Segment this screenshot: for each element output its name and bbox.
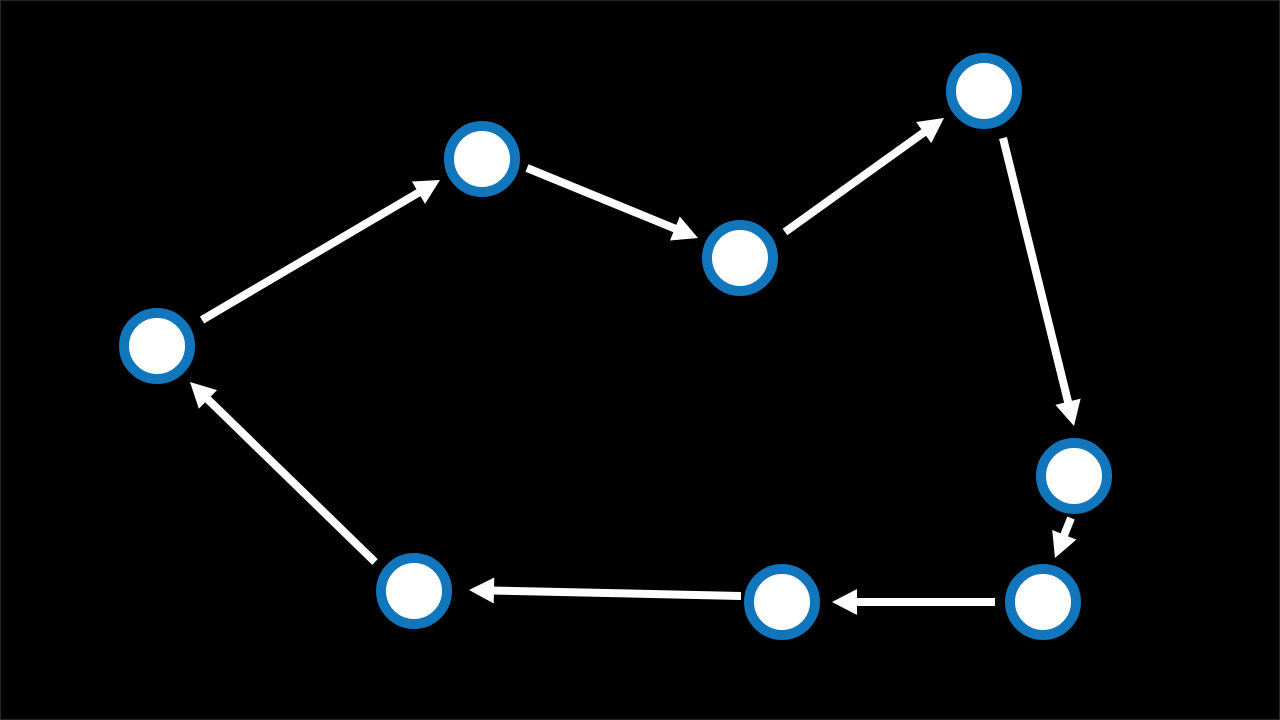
node-top-right: [946, 53, 1022, 129]
arrowhead-icon: [411, 180, 440, 204]
arrowhead-icon: [1052, 529, 1077, 558]
arrowhead-icon: [190, 382, 217, 409]
arrowhead-icon: [469, 577, 495, 604]
node-left: [119, 308, 195, 384]
edge-node-top-right-to-node-right: [999, 137, 1073, 407]
node-bottom-right: [1005, 564, 1081, 640]
edge-node-bottom-left-to-node-left: [202, 393, 378, 565]
node-top-middle: [702, 220, 778, 296]
arrowhead-icon: [669, 216, 698, 241]
edge-node-upper-left-to-node-top-middle: [525, 164, 681, 234]
edge-node-bottom-middle-to-node-bottom-left: [489, 586, 742, 600]
arrowhead-icon: [1055, 398, 1081, 426]
edge-node-top-middle-to-node-top-right: [782, 126, 930, 236]
arrowhead-icon: [832, 589, 857, 615]
edge-node-left-to-node-upper-left: [199, 187, 424, 324]
arrowhead-icon: [916, 118, 944, 144]
node-bottom-middle: [744, 564, 820, 640]
node-upper-left: [444, 121, 520, 197]
node-bottom-left: [376, 553, 452, 629]
node-right: [1036, 438, 1112, 514]
